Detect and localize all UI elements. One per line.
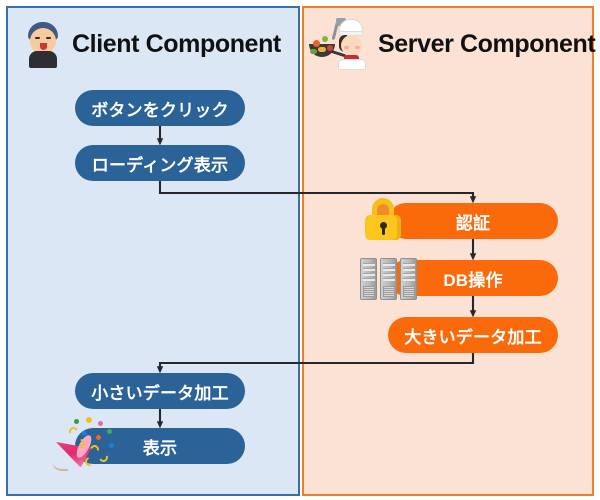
client-panel: Client Component [6,6,300,496]
server-panel-title: Server Component [378,29,596,58]
node-big-data-processing[interactable]: 大きいデータ加工 [388,317,558,353]
server-racks-icon [360,256,418,300]
node-display[interactable]: 表示 [75,428,245,464]
server-panel: Server Component [302,6,596,496]
edge-loading-to-auth [158,181,477,204]
party-popper-icon [52,417,116,475]
server-panel-header: Server Component [308,16,596,72]
node-button-click[interactable]: ボタンをクリック [75,90,245,126]
edge-bigdata-to-small [156,353,475,374]
client-panel-header: Client Component [22,16,281,72]
node-authentication[interactable]: 認証 [388,203,558,239]
lock-icon [362,197,404,241]
client-panel-title: Client Component [72,29,281,58]
node-loading-display[interactable]: ローディング表示 [75,145,245,181]
node-small-data-processing[interactable]: 小さいデータ加工 [75,373,245,409]
chef-cooking-icon [308,18,370,70]
person-emoji-icon [22,20,64,68]
